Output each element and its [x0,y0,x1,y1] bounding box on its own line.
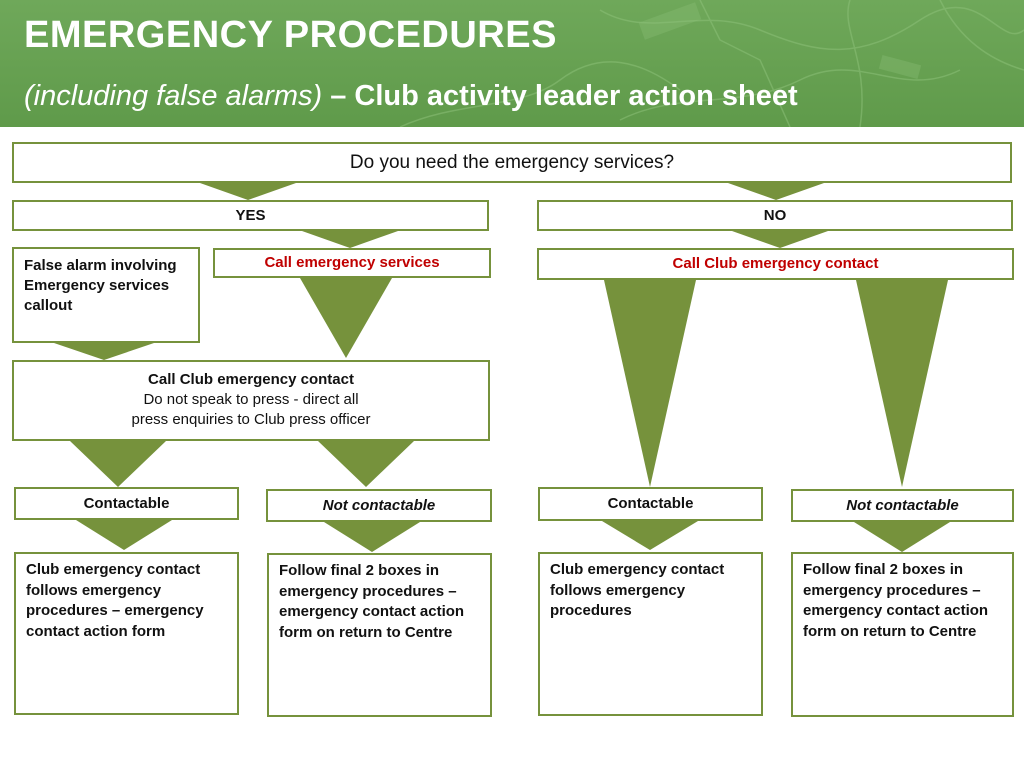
call-emergency-services-box: Call emergency services [213,248,491,278]
call-club-contact-text: Call Club emergency contact [672,255,879,272]
arrow-yes-to-call-services [302,231,398,248]
mid-box-heading: Call Club emergency contact [148,371,354,388]
page-title: EMERGENCY PROCEDURES [24,14,557,56]
outcome-1-text: Club emergency contact follows emergency… [26,561,204,640]
right-not-contactable-box: Not contactable [791,489,1014,522]
call-club-contact-box: Call Club emergency contact [537,248,1014,280]
header-banner: EMERGENCY PROCEDURES (including false al… [0,0,1024,127]
false-alarm-box: False alarm involving Emergency services… [12,247,200,343]
arrow-not-contactable-1-to-outcome [324,522,420,552]
subtitle-bold: – Club activity leader action sheet [322,80,798,112]
right-contactable-label: Contactable [607,495,694,512]
outcome-3-text: Club emergency contact follows emergency… [550,561,725,619]
arrow-contactable-2-to-outcome [602,521,698,550]
club-contact-press-box: Call Club emergency contact Do not speak… [12,360,490,441]
question-box: Do you need the emergency services? [12,142,1012,183]
yes-label: YES [235,207,266,224]
arrow-question-to-yes [200,183,296,200]
left-contactable-box: Contactable [14,487,239,520]
arrow-no-to-call-contact [732,231,828,248]
outcome-4-text: Follow final 2 boxes in emergency proced… [803,561,989,640]
arrow-call-services-to-mid [300,278,392,358]
mid-box-line-3: press enquiries to Club press officer [131,411,371,428]
right-not-contactable-label: Not contactable [846,497,959,514]
no-label: NO [763,207,787,224]
outcome-2-text: Follow final 2 boxes in emergency proced… [279,562,465,641]
arrow-call-contact-to-right-contactable [604,280,696,487]
question-text: Do you need the emergency services? [349,152,675,173]
arrow-contactable-1-to-outcome [76,520,172,550]
no-box: NO [537,200,1013,231]
yes-box: YES [12,200,489,231]
outcome-box-3: Club emergency contact follows emergency… [538,552,763,716]
arrow-call-contact-to-right-not-contactable [856,280,948,487]
arrow-question-to-no [728,183,824,200]
arrow-mid-to-left-not-contactable [318,441,414,487]
left-not-contactable-box: Not contactable [266,489,492,522]
left-contactable-label: Contactable [83,495,170,512]
arrow-not-contactable-2-to-outcome [854,522,950,552]
call-emergency-services-text: Call emergency services [264,254,440,271]
outcome-box-1: Club emergency contact follows emergency… [14,552,239,715]
arrow-false-alarm-to-mid [54,343,154,360]
map-background-texture [399,0,1024,127]
arrow-mid-to-left-contactable [70,441,166,487]
page-subtitle: (including false alarms) – Club activity… [24,80,798,113]
mid-box-line-2: Do not speak to press - direct all [143,391,359,408]
outcome-box-2: Follow final 2 boxes in emergency proced… [267,553,492,717]
false-alarm-text: False alarm involving Emergency services… [24,257,177,314]
outcome-box-4: Follow final 2 boxes in emergency proced… [791,552,1014,717]
left-not-contactable-label: Not contactable [322,497,436,514]
right-contactable-box: Contactable [538,487,763,521]
subtitle-italic: (including false alarms) [24,80,323,112]
